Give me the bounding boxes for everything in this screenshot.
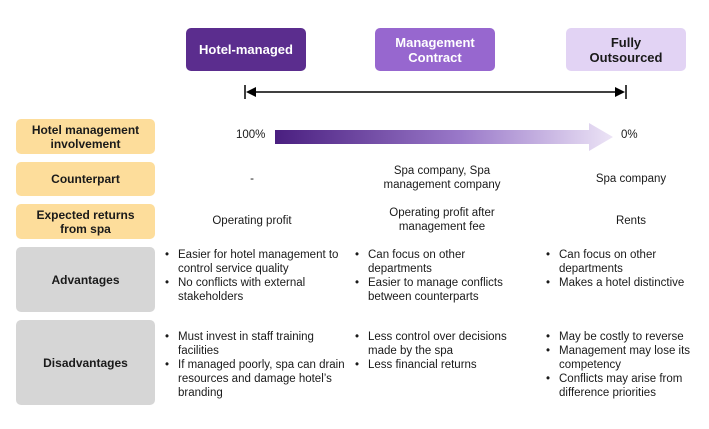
disadvantages-fully-outsourced-list: May be costly to reverse Management may … xyxy=(546,330,701,400)
list-item: Makes a hotel distinctive xyxy=(546,276,701,290)
row-label-advantages-text: Advantages xyxy=(51,272,120,287)
returns-management-contract: Operating profit after management fee xyxy=(389,207,495,233)
list-item: Conflicts may arise from difference prio… xyxy=(546,372,709,400)
header-management-contract: Management Contract xyxy=(375,28,495,71)
row-label-expected-returns: Expected returns from spa xyxy=(16,204,155,239)
row-label-counterpart: Counterpart xyxy=(16,162,155,196)
row-label-counterpart-text: Counterpart xyxy=(51,172,120,186)
list-item: Can focus on other departments xyxy=(355,248,493,276)
list-item: No conflicts with external stakeholders xyxy=(165,276,328,304)
header-management-contract-label: Management Contract xyxy=(395,34,475,65)
advantages-hotel-managed-list: Easier for hotel management to control s… xyxy=(165,248,343,304)
advantages-fully-outsourced-list: Can focus on other departments Makes a h… xyxy=(546,248,701,290)
returns-fully-outsourced: Rents xyxy=(615,215,647,227)
counterpart-hotel-managed: - xyxy=(250,173,254,185)
counterpart-management-contract: Spa company, Spa management company xyxy=(383,165,501,191)
involvement-gradient-arrow xyxy=(275,123,613,151)
row-label-involvement-text: Hotel management involvement xyxy=(31,122,140,151)
returns-hotel-managed: Operating profit xyxy=(212,215,292,227)
spectrum-double-arrow xyxy=(244,85,627,99)
header-hotel-managed: Hotel-managed xyxy=(186,28,306,71)
list-item: Easier for hotel management to control s… xyxy=(165,248,343,276)
row-label-disadvantages: Disadvantages xyxy=(16,320,155,405)
list-item: Easier to manage conflicts between count… xyxy=(355,276,515,304)
list-item: Less financial returns xyxy=(355,358,515,372)
row-label-involvement: Hotel management involvement xyxy=(16,119,155,154)
list-item: If managed poorly, spa can drain resourc… xyxy=(165,358,348,400)
counterpart-fully-outsourced: Spa company xyxy=(595,173,667,185)
list-item: Must invest in staff training facilities xyxy=(165,330,343,358)
advantages-management-contract-list: Can focus on other departments Easier to… xyxy=(355,248,515,304)
list-item: May be costly to reverse xyxy=(546,330,701,344)
header-fully-outsourced: Fully Outsourced xyxy=(566,28,686,71)
header-fully-outsourced-label: Fully Outsourced xyxy=(589,34,663,65)
involvement-start-percent: 100% xyxy=(236,129,266,141)
row-label-expected-returns-text: Expected returns from spa xyxy=(36,207,135,236)
disadvantages-hotel-managed-list: Must invest in staff training facilities… xyxy=(165,330,345,400)
involvement-end-percent: 0% xyxy=(621,129,638,141)
disadvantages-management-contract-list: Less control over decisions made by the … xyxy=(355,330,515,372)
list-item: Can focus on other departments xyxy=(546,248,684,276)
list-item: Less control over decisions made by the … xyxy=(355,330,526,358)
list-item: Management may lose its competency xyxy=(546,344,709,372)
header-hotel-managed-label: Hotel-managed xyxy=(199,42,293,57)
row-label-advantages: Advantages xyxy=(16,247,155,312)
row-label-disadvantages-text: Disadvantages xyxy=(43,355,128,370)
